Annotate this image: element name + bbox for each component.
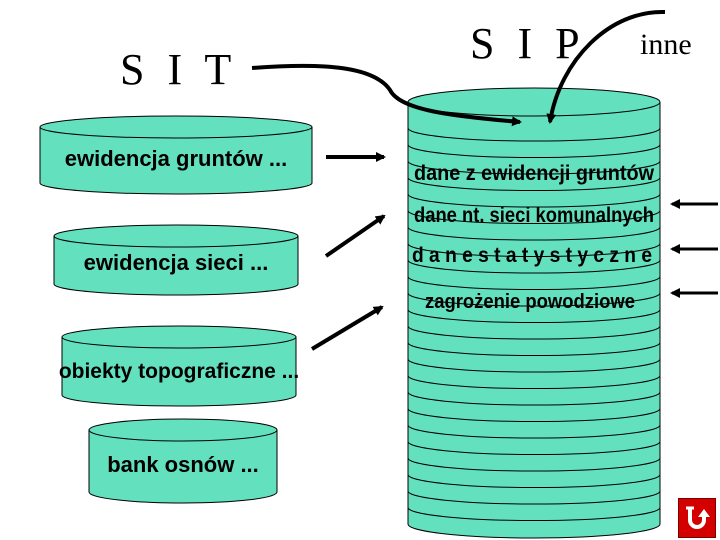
source-cylinder-1: ewidencja gruntów ... xyxy=(39,115,313,195)
sip-layer-ring xyxy=(407,292,661,307)
sip-layer-ring xyxy=(407,342,661,356)
sip-layer-ring xyxy=(407,144,661,158)
source-label-3: obiekty topograficzne ... xyxy=(59,360,299,383)
sip-layer-ring xyxy=(407,424,661,439)
sip-layer-ring xyxy=(407,507,661,521)
arrow-source-3 xyxy=(310,305,384,351)
sip-layer-ring xyxy=(407,259,661,274)
sip-layer-ring xyxy=(407,474,661,488)
source-label-4: bank osnów ... xyxy=(107,452,259,477)
sip-layer-ring xyxy=(407,408,661,422)
sip-layer-ring xyxy=(407,177,661,191)
source-label-1: ewidencja gruntów ... xyxy=(65,146,287,171)
sip-layer-ring xyxy=(407,490,661,505)
sip-layer-ring xyxy=(407,309,661,323)
sip-layer-rings xyxy=(407,127,661,521)
arrow-inne-to-sip xyxy=(546,9,666,124)
sip-layer-label-4: zagrożenie powodziowe xyxy=(425,291,635,313)
sip-layer-ring xyxy=(407,193,661,208)
back-button[interactable] xyxy=(678,498,716,538)
inne-title: inne xyxy=(640,28,692,61)
sit-title: S I T xyxy=(120,45,238,94)
arrow-source-2 xyxy=(324,214,386,258)
sip-title: S I P xyxy=(470,19,586,68)
sip-layer-label-1: dane z ewidencji gruntów xyxy=(414,162,655,185)
sip-cylinder: dane z ewidencji gruntów dane nt. sieci … xyxy=(407,87,661,539)
arrow-sit-to-sip xyxy=(251,63,522,127)
source-cylinder-4: bank osnów ... xyxy=(88,418,278,504)
sip-layer-ring xyxy=(407,160,661,175)
sip-layer-ring xyxy=(407,226,661,241)
sip-layer-ring xyxy=(407,391,661,406)
sip-layer-ring xyxy=(407,243,661,257)
return-arrow-icon xyxy=(686,506,710,529)
sip-layer-label-2: dane nt. sieci komunalnych xyxy=(414,204,654,227)
sip-layer-ring xyxy=(407,127,661,142)
sip-layer-label-3: d a n e s t a t y s t y c z n e xyxy=(412,244,652,267)
source-label-2: ewidencja sieci ... xyxy=(84,250,269,275)
source-cylinder-3: obiekty topograficzne ... xyxy=(59,325,299,407)
sip-layer-ring xyxy=(407,457,661,472)
sip-layer-ring xyxy=(407,210,661,224)
sip-layer-ring xyxy=(407,276,661,290)
sip-layer-ring xyxy=(407,358,661,373)
sip-layer-ring xyxy=(407,441,661,455)
sip-layer-ring xyxy=(407,325,661,340)
source-cylinder-2: ewidencja sieci ... xyxy=(53,224,299,296)
sip-layer-ring xyxy=(407,375,661,389)
